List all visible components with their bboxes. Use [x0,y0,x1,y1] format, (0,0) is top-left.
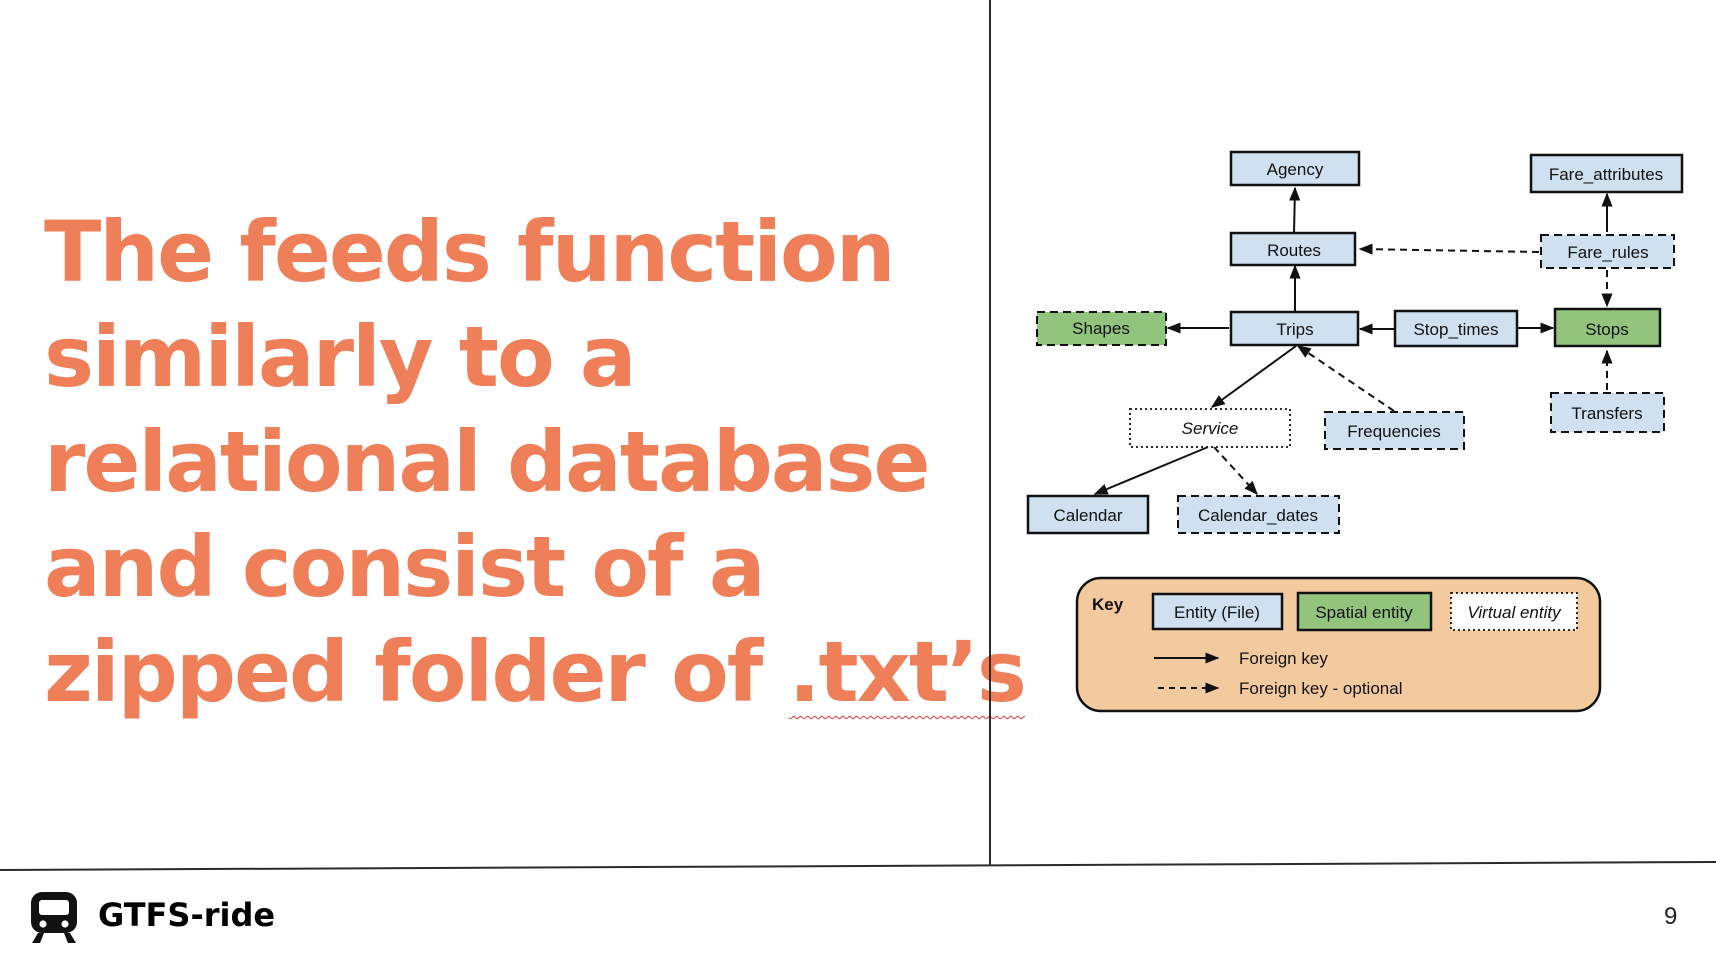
edge-service-calendar [1093,446,1209,495]
headline-line: zipped folder of .txt’s [44,620,1027,725]
entity-calendar-dates: Calendar_dates [1177,495,1340,534]
key-title: Key [1092,595,1124,614]
brand-name: GTFS-ride [98,896,276,934]
entity-label: Fare_rules [1567,243,1648,262]
entity-shapes: Shapes [1036,311,1167,346]
diagram-key: Key Entity (File) Spatial entity Virtual… [1075,576,1602,713]
key-entity-label: Entity (File) [1174,603,1260,622]
edge-frequencies-trips [1296,345,1395,412]
headline-text: zipped folder of [44,623,789,721]
entity-label: Trips [1276,320,1313,339]
slide-headline: The feeds function similarly to a relati… [44,200,1027,725]
entity-stop-times: Stop_times [1393,309,1519,348]
entity-label: Frequencies [1347,422,1441,441]
headline-line: The feeds function [44,203,896,301]
edge-routes-agency [1289,186,1301,234]
edge-farerules-routes [1358,243,1540,255]
entity-label: Calendar_dates [1198,506,1318,525]
entity-service: Service [1129,408,1291,448]
entity-label: Agency [1267,160,1324,179]
edge-service-calendardates [1213,446,1258,496]
entity-calendar: Calendar [1026,494,1150,535]
entity-stops: Stops [1553,307,1662,348]
headline-line: similarly to a [44,308,637,406]
entity-routes: Routes [1229,231,1357,267]
entity-label: Calendar [1054,506,1123,525]
headline-line: and consist of a [44,518,766,616]
entity-label: Stops [1585,320,1628,339]
entity-fare-rules: Fare_rules [1540,234,1675,269]
headline-line: relational database [44,413,930,511]
vertical-divider [989,0,991,866]
entity-trips: Trips [1229,310,1360,347]
key-spatial-label: Spatial entity [1315,603,1413,622]
entity-label: Transfers [1571,404,1642,423]
entity-label: Service [1182,419,1239,438]
key-foreign-key-optional-label: Foreign key - optional [1239,679,1402,698]
key-spatial-swatch [1296,591,1433,632]
entity-label: Shapes [1072,319,1130,338]
entity-frequencies: Frequencies [1324,411,1465,450]
page-number: 9 [1664,903,1678,930]
key-virtual-swatch [1450,592,1578,631]
key-foreign-key-label: Foreign key [1239,649,1328,668]
entity-label: Fare_attributes [1549,165,1663,184]
edge-trips-service [1210,345,1297,408]
key-entity-swatch [1151,592,1284,631]
train-icon [31,892,77,943]
entity-agency: Agency [1229,150,1361,187]
entity-label: Routes [1267,241,1321,260]
key-virtual-label: Virtual entity [1467,603,1562,622]
entity-fare-attributes: Fare_attributes [1529,153,1684,194]
entity-label: Stop_times [1413,320,1498,339]
spellcheck-flagged-word: .txt’s [788,623,1027,721]
entity-transfers: Transfers [1550,392,1665,433]
footer-divider [0,861,1716,871]
